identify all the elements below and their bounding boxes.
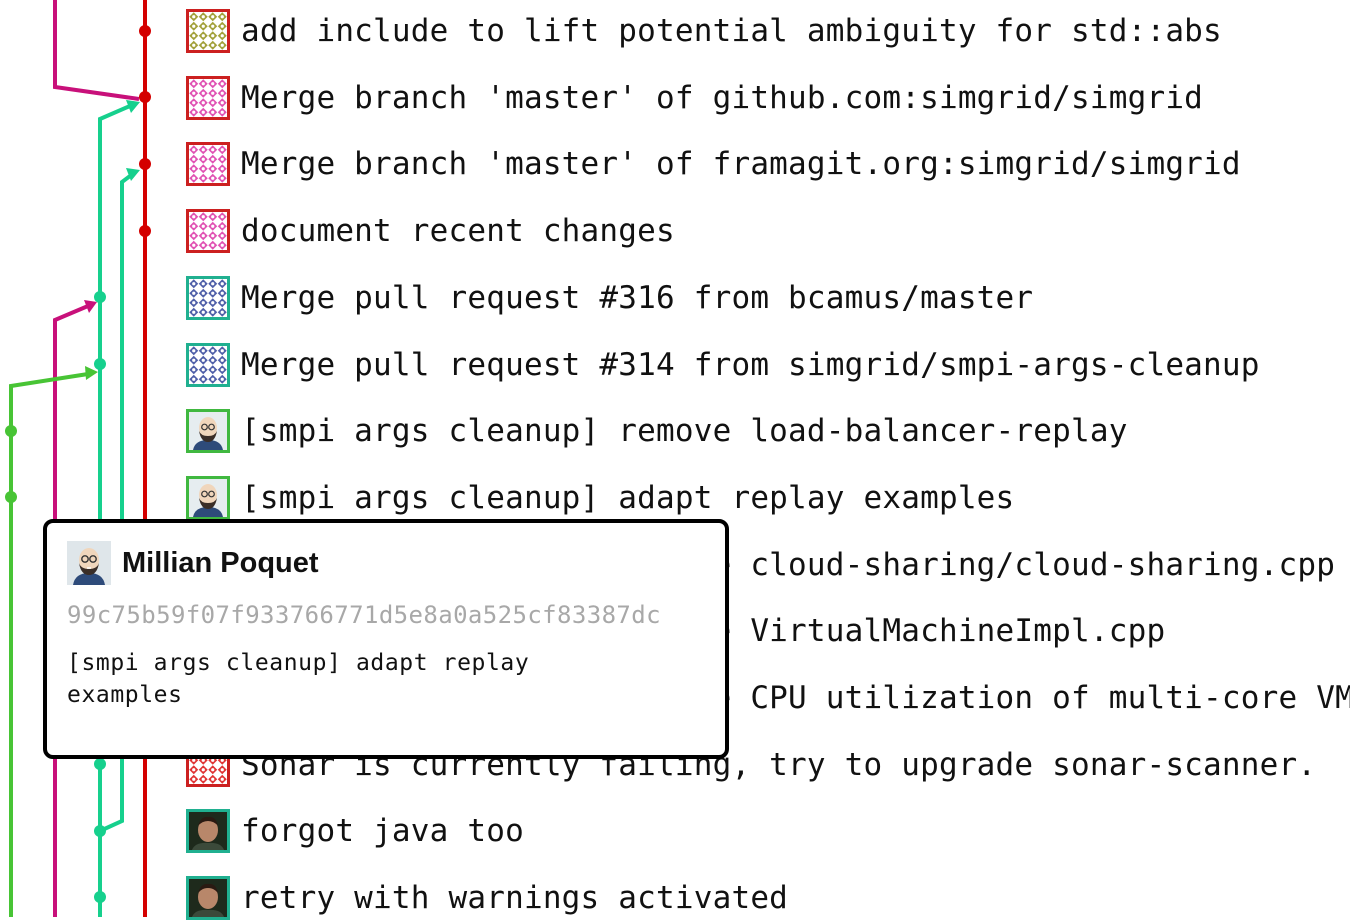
commit-row[interactable]: retry with warnings activated [186, 873, 788, 923]
branch-line-teal-2 [99, 174, 132, 833]
commit-dot[interactable] [94, 758, 106, 770]
commit-message: [smpi args cleanup] adapt replay example… [241, 480, 1015, 516]
tooltip-author-name: Millian Poquet [122, 546, 319, 579]
commit-row[interactable]: Merge pull request #314 from simgrid/smp… [186, 340, 1260, 390]
merge-arrow-icon [126, 168, 140, 181]
commit-dot[interactable] [5, 491, 17, 503]
pink-pattern-avatar-icon [186, 209, 230, 253]
cartoon-face-avatar-icon [186, 409, 230, 453]
photo-avatar-icon [186, 809, 230, 853]
commit-message: Merge branch 'master' of github.com:simg… [241, 80, 1204, 116]
commit-dot[interactable] [139, 158, 151, 170]
merge-arrow-icon [85, 366, 98, 380]
tooltip-commit-message: [smpi args cleanup] adapt replay example… [67, 650, 530, 708]
commit-row[interactable]: Merge pull request #316 from bcamus/mast… [186, 273, 1033, 323]
commit-dot[interactable] [94, 358, 106, 370]
commit-message: Merge pull request #316 from bcamus/mast… [241, 280, 1034, 316]
commit-dot[interactable] [5, 425, 17, 437]
commit-message: forgot java too [241, 813, 524, 849]
merge-arrow-icon [84, 300, 97, 313]
commit-dot[interactable] [94, 891, 106, 903]
tooltip-commit-hash[interactable]: 99c75b59f07f933766771d5e8a0a525cf83387dc [67, 601, 661, 629]
commit-row[interactable]: add include to lift potential ambiguity … [186, 6, 1222, 56]
merge-arrow-icon [126, 100, 140, 113]
commit-message: document recent changes [241, 213, 675, 249]
commit-row[interactable]: Merge branch 'master' of github.com:simg… [186, 73, 1203, 123]
olive-pattern-avatar-icon [186, 9, 230, 53]
cartoon-face-avatar-icon [186, 476, 230, 520]
commit-dot[interactable] [139, 25, 151, 37]
branch-line-magenta-top [53, 0, 140, 101]
blue-pattern-avatar-icon [186, 276, 230, 320]
photo-avatar-icon [186, 876, 230, 920]
commit-message: add include to lift potential ambiguity … [241, 13, 1222, 49]
commit-dot[interactable] [94, 825, 106, 837]
tooltip-avatar [67, 541, 111, 585]
branch-line-teal [98, 104, 131, 917]
commit-dot[interactable] [139, 91, 151, 103]
pink-pattern-avatar-icon [186, 142, 230, 186]
commit-message: [smpi args cleanup] remove load-balancer… [241, 413, 1128, 449]
branch-line-green [9, 372, 89, 917]
cartoon-face-avatar-icon [67, 541, 111, 585]
commit-row[interactable]: Merge branch 'master' of framagit.org:si… [186, 139, 1241, 189]
commit-dot[interactable] [139, 225, 151, 237]
commit-tooltip: Millian Poquet 99c75b59f07f933766771d5e8… [43, 519, 729, 759]
commit-message: Merge pull request #314 from simgrid/smp… [241, 347, 1260, 383]
commit-graph [5, 0, 151, 917]
commit-message: Merge branch 'master' of framagit.org:si… [241, 146, 1241, 182]
commit-dot[interactable] [94, 291, 106, 303]
commit-row[interactable]: document recent changes [186, 206, 675, 256]
commit-message: retry with warnings activated [241, 880, 789, 916]
blue-pattern-avatar-icon [186, 343, 230, 387]
commit-row[interactable]: [smpi args cleanup] remove load-balancer… [186, 406, 1128, 456]
commit-row[interactable]: [smpi args cleanup] adapt replay example… [186, 473, 1014, 523]
pink-pattern-avatar-icon [186, 76, 230, 120]
commit-row[interactable]: forgot java too [186, 806, 524, 856]
